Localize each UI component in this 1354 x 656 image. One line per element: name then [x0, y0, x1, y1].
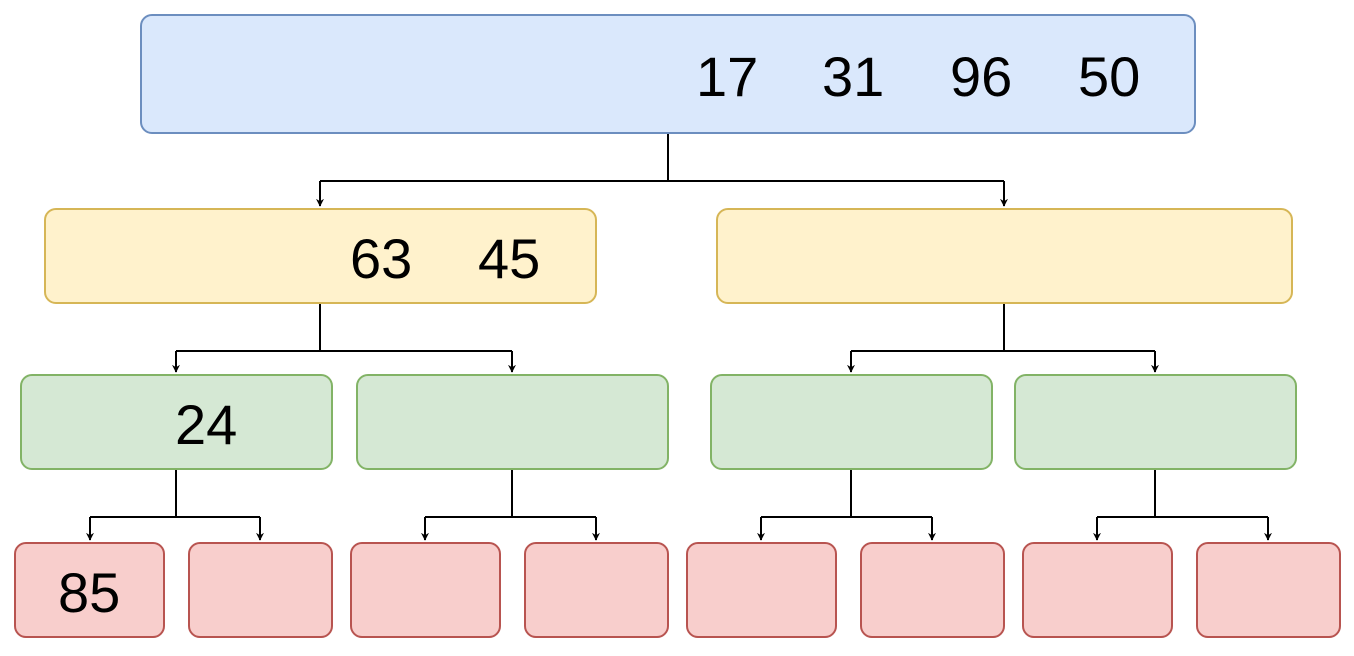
leaf-node-7: [1022, 542, 1173, 638]
level2-node-4: [1014, 374, 1297, 470]
level2-node-2: [356, 374, 669, 470]
leaf-node-6: [860, 542, 1005, 638]
root-value-3: 96: [950, 45, 1013, 108]
root-node: 17 31 96 50: [140, 14, 1196, 134]
leaf-node-5: [686, 542, 837, 638]
leaf-node-4: [524, 542, 669, 638]
leaf-node-1: 85: [14, 542, 165, 638]
level2-node-1: 24: [20, 374, 333, 470]
connector-level2-2: [421, 469, 600, 541]
connector-level1-left: [172, 303, 516, 373]
level2-node-3: [710, 374, 993, 470]
connector-root: [316, 133, 1008, 207]
level1-left-value-1: 63: [350, 227, 413, 290]
level1-left-value-2: 45: [478, 227, 541, 290]
connector-level2-1: [86, 469, 264, 541]
leaf-node-8: [1196, 542, 1341, 638]
leaf-node-1-value: 85: [58, 561, 121, 624]
connector-level1-right: [847, 303, 1159, 373]
level1-node-right: [716, 208, 1293, 304]
level2-node-1-value: 24: [175, 393, 238, 456]
connector-level2-3: [757, 469, 936, 541]
root-value-2: 31: [822, 45, 885, 108]
leaf-node-2: [188, 542, 333, 638]
level1-node-left: 63 45: [44, 208, 597, 304]
leaf-node-3: [350, 542, 501, 638]
root-value-4: 50: [1078, 45, 1141, 108]
root-value-1: 17: [696, 45, 759, 108]
connector-level2-4: [1093, 469, 1272, 541]
